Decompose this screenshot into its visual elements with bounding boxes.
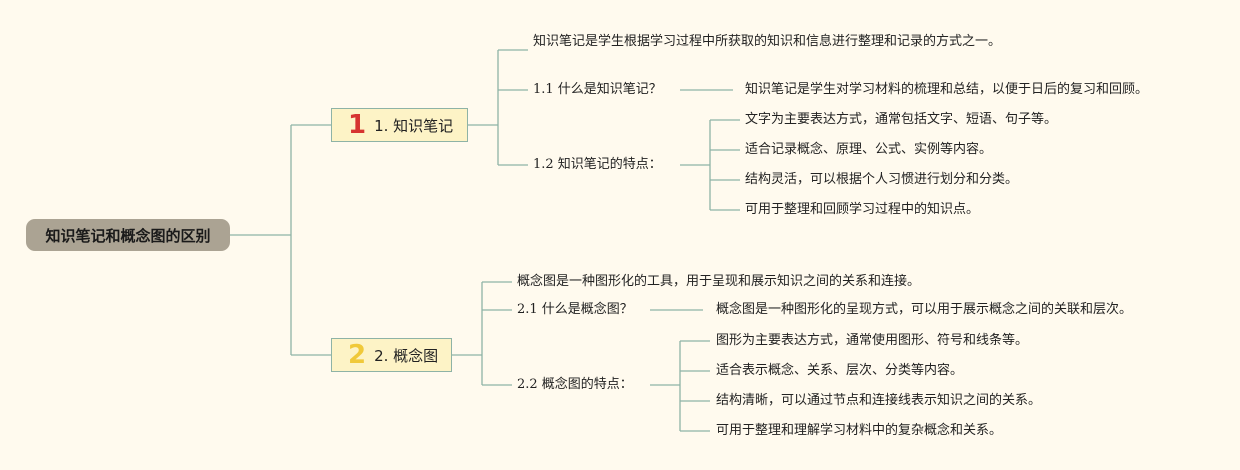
branch-node-concept-map[interactable]: 2 2. 概念图 [331, 338, 452, 372]
b2-sub2-label[interactable]: 2.2 概念图的特点： [517, 377, 633, 392]
b1-sub2-label[interactable]: 1.2 知识笔记的特点： [533, 157, 662, 172]
number-two-icon: 2 [348, 340, 367, 370]
b1-sub2-item: 可用于整理和回顾学习过程中的知识点。 [745, 202, 980, 217]
b1-intro-text: 知识笔记是学生根据学习过程中所获取的知识和信息进行整理和记录的方式之一。 [533, 34, 1002, 49]
b2-sub1-label[interactable]: 2.1 什么是概念图？ [517, 302, 633, 317]
b1-sub2-item: 结构灵活，可以根据个人习惯进行划分和分类。 [745, 172, 1019, 187]
b2-sub2-item: 结构清晰，可以通过节点和连接线表示知识之间的关系。 [716, 393, 1042, 408]
b2-intro-text: 概念图是一种图形化的工具，用于呈现和展示知识之间的关系和连接。 [517, 274, 921, 289]
b2-sub1-item: 概念图是一种图形化的呈现方式，可以用于展示概念之间的关联和层次。 [716, 302, 1133, 317]
b1-sub2-item: 文字为主要表达方式，通常包括文字、短语、句子等。 [745, 112, 1058, 127]
b2-sub2-item: 适合表示概念、关系、层次、分类等内容。 [716, 363, 964, 378]
b1-sub1-item: 知识笔记是学生对学习材料的梳理和总结，以便于日后的复习和回顾。 [745, 82, 1149, 97]
branch-label: 1. 知识笔记 [374, 116, 454, 135]
root-node[interactable]: 知识笔记和概念图的区别 [26, 219, 230, 251]
b1-sub2-item: 适合记录概念、原理、公式、实例等内容。 [745, 142, 993, 157]
branch-node-knowledge-notes[interactable]: 1 1. 知识笔记 [331, 108, 468, 142]
b1-sub1-label[interactable]: 1.1 什么是知识笔记？ [533, 82, 662, 97]
b2-sub2-item: 图形为主要表达方式，通常使用图形、符号和线条等。 [716, 333, 1029, 348]
b2-sub2-item: 可用于整理和理解学习材料中的复杂概念和关系。 [716, 423, 1003, 438]
root-label: 知识笔记和概念图的区别 [45, 226, 211, 245]
number-one-icon: 1 [348, 110, 367, 140]
branch-label: 2. 概念图 [374, 346, 439, 365]
